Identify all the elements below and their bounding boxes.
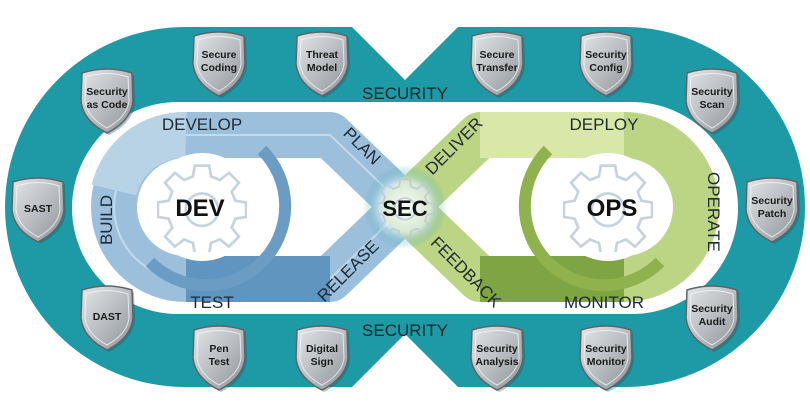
shield-label: Digital <box>306 343 338 355</box>
top-notch <box>352 27 458 80</box>
shield-label: Sign <box>311 356 334 368</box>
shield-label: Security <box>691 303 733 315</box>
shield-label: Security <box>86 86 128 98</box>
shield-label: Security <box>585 343 627 355</box>
shield-label: as Code <box>87 99 128 111</box>
shield-label: Audit <box>699 316 726 328</box>
shield-label: Secure <box>201 49 236 61</box>
shield-icon <box>192 325 246 391</box>
shield-dast: DAST <box>80 285 135 352</box>
dev-circle <box>148 153 256 261</box>
phase-deploy: DEPLOY <box>570 115 639 134</box>
shield-label: Patch <box>758 208 787 220</box>
shield-label: Scan <box>699 99 724 111</box>
shield-label: Test <box>209 356 230 368</box>
shield-label: DAST <box>93 311 122 323</box>
shield-icon <box>11 177 65 243</box>
shield-icon <box>579 325 633 391</box>
shield-label: Coding <box>201 62 237 74</box>
security-shields: SecureCodingThreatModelSecureTransferSec… <box>11 31 800 392</box>
ops-label: OPS <box>587 195 638 222</box>
shield-label: Model <box>307 62 337 74</box>
shield-icon <box>295 31 349 97</box>
shield-icon <box>745 177 799 243</box>
shield-label: Secure <box>479 49 514 61</box>
phase-build: BUILD <box>97 195 116 245</box>
shield-label: Analysis <box>475 356 518 368</box>
security-label-top: SECURITY <box>362 84 448 103</box>
shield-sast: SAST <box>11 177 66 244</box>
shield-label: Security <box>585 49 627 61</box>
shield-icon <box>192 31 246 97</box>
dev-build-segment <box>91 112 187 197</box>
phase-monitor: MONITOR <box>564 293 644 312</box>
shield-icon <box>685 68 739 134</box>
phase-develop: DEVELOP <box>162 115 242 134</box>
phase-operate: OPERATE <box>704 172 723 252</box>
ops-cycle-arrow <box>518 145 665 292</box>
shield-icon <box>685 285 739 351</box>
shield-icon <box>80 285 134 351</box>
shield-label: SAST <box>24 203 53 215</box>
sec-label: SEC <box>382 196 427 221</box>
shield-icon <box>579 31 633 97</box>
shield-label: Transfer <box>476 62 517 74</box>
shield-label: Pen <box>209 343 228 355</box>
phase-test: TEST <box>190 293 233 312</box>
security-label-bottom: SECURITY <box>362 321 448 340</box>
shield-label: Security <box>476 343 518 355</box>
shield-icon <box>470 31 524 97</box>
dev-cycle-arrow <box>145 145 292 292</box>
ops-circle <box>554 153 662 261</box>
shield-icon <box>470 325 524 391</box>
shield-icon <box>80 68 134 134</box>
shield-label: Security <box>691 86 733 98</box>
shield-icon <box>295 325 349 391</box>
dev-label: DEV <box>175 195 224 222</box>
shield-label: Config <box>589 62 622 74</box>
shield-label: Monitor <box>587 356 626 368</box>
shield-label: Threat <box>306 49 339 61</box>
bottom-notch <box>352 334 458 387</box>
shield-label: Security <box>751 195 793 207</box>
